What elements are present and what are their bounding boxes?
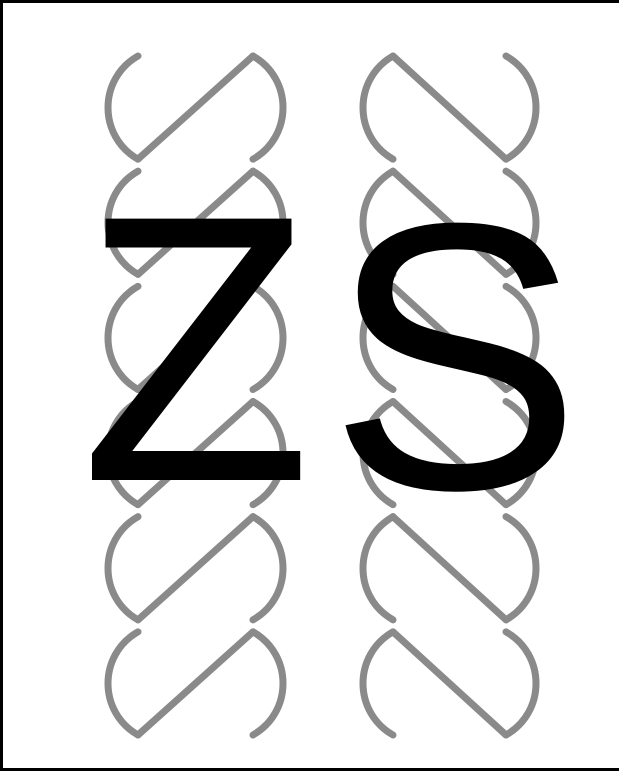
s-twist-yarn-left-curve-5 <box>363 632 393 735</box>
s-twist-yarn-right-curve-5 <box>506 632 536 735</box>
s-twist-yarn-diagonal-5 <box>393 632 506 735</box>
z-twist-yarn-diagonal-5 <box>138 632 253 735</box>
twist-diagram: Z S <box>3 3 619 774</box>
z-twist-yarn-right-curve-5 <box>253 632 283 735</box>
s-twist-letter: S <box>328 144 581 569</box>
z-twist-letter: Z <box>80 136 312 561</box>
z-twist-yarn-left-curve-5 <box>108 632 138 735</box>
